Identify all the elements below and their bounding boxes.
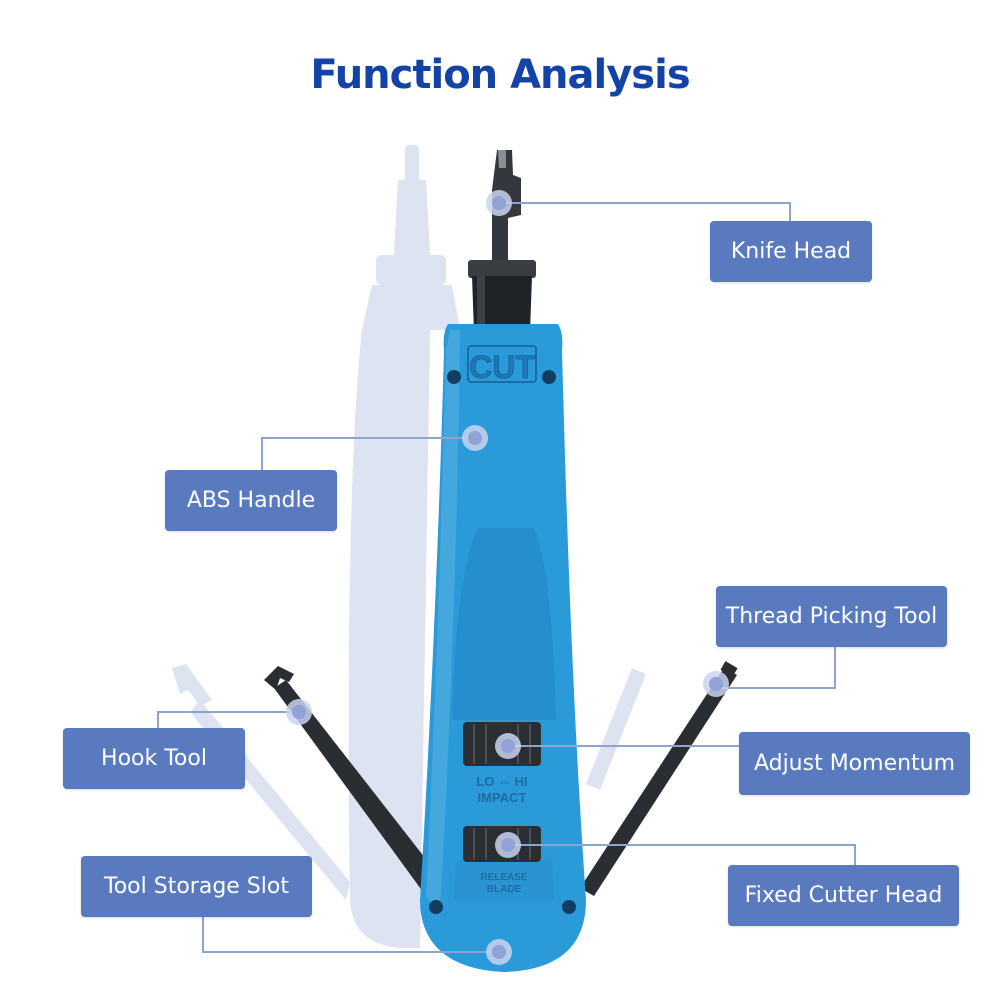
callout-thread-picking-tool: Thread Picking Tool <box>716 586 947 647</box>
leader-thread-picking <box>716 647 836 689</box>
leader-knife-head <box>499 202 791 221</box>
dial-impact-text: IMPACT <box>478 790 527 805</box>
dial-setting-text: LO ⇔ HI <box>476 774 527 789</box>
hook-tool-arm <box>264 666 436 896</box>
leader-tool-storage <box>202 917 499 953</box>
callout-dots <box>286 190 729 965</box>
leader-fixed-cutter <box>508 844 856 865</box>
abs-handle-body: CUT LO ⇔ HI IMPACT RELEASE BLADE <box>420 324 586 972</box>
tool-collar <box>468 260 536 332</box>
callout-adjust-momentum: Adjust Momentum <box>739 732 970 795</box>
dot-knife-head <box>486 190 512 216</box>
dot-abs-handle <box>462 425 488 451</box>
handle-screw-top-right <box>542 370 556 384</box>
page-title: Function Analysis <box>310 52 690 98</box>
callout-fixed-cutter-head: Fixed Cutter Head <box>728 865 959 926</box>
callout-hook-tool: Hook Tool <box>63 728 245 789</box>
dot-thread-picking <box>703 671 729 697</box>
callout-abs-handle: ABS Handle <box>165 470 337 531</box>
leader-lines <box>157 202 856 953</box>
dot-hook-tool <box>286 699 312 725</box>
thread-picking-arm <box>580 661 738 896</box>
leader-abs-handle <box>261 437 475 470</box>
leader-hook-tool <box>157 711 299 728</box>
handle-screw-bottom-right <box>562 900 576 914</box>
release-text: RELEASE <box>480 872 528 883</box>
callout-knife-head: Knife Head <box>710 221 872 282</box>
callout-tool-storage-slot: Tool Storage Slot <box>81 856 312 917</box>
blade-text: BLADE <box>487 884 522 895</box>
handle-screw-top-left <box>447 370 461 384</box>
handle-screw-bottom-left <box>429 900 443 914</box>
dot-adjust-momentum <box>495 733 521 759</box>
handle-cut-marking: CUT <box>469 349 535 385</box>
dot-tool-storage <box>486 939 512 965</box>
dot-fixed-cutter <box>495 832 521 858</box>
